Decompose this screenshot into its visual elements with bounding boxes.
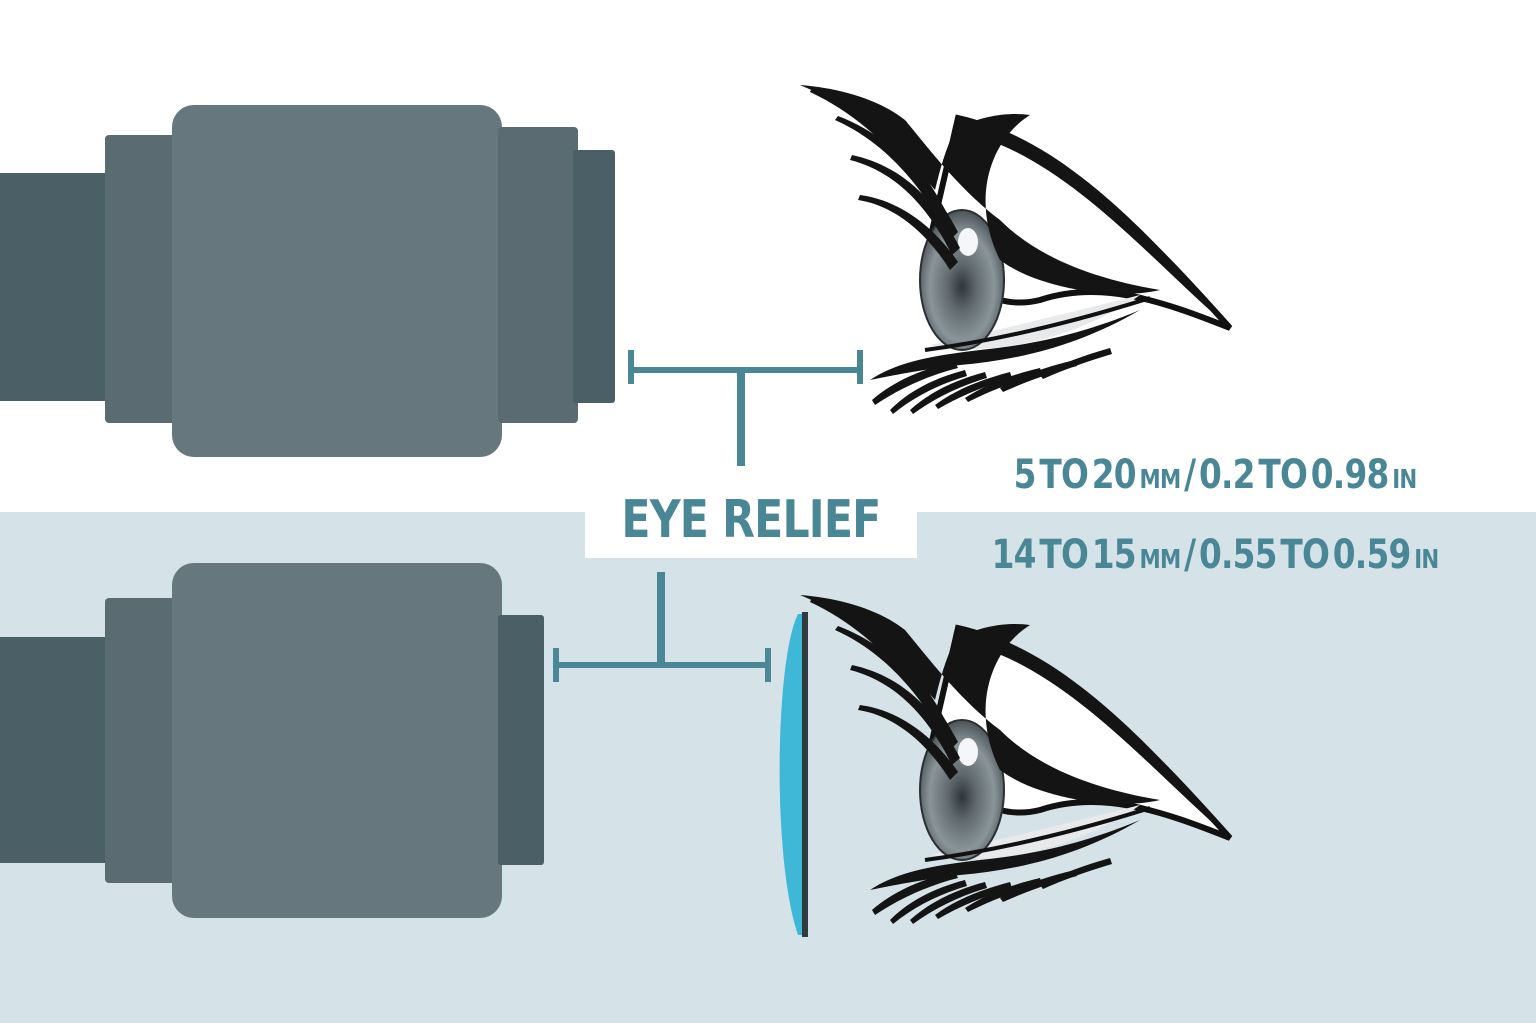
eyeglass-lens-icon (779, 612, 808, 937)
eyepiece-icon (0, 563, 544, 918)
eye-icon (800, 85, 1230, 414)
spec-range-top: 5 TO 20 MM / 0.2 TO 0.98 IN (1013, 452, 1418, 498)
eyepiece-icon (0, 105, 615, 457)
eye-relief-label-box: EYE RELIEF (585, 482, 917, 558)
eye-relief-bracket-bottom (553, 572, 771, 682)
spec-range-bottom: 14 TO 15 MM / 0.55 TO 0.59 IN (991, 532, 1440, 578)
eye-relief-label: EYE RELIEF (621, 490, 881, 550)
eye-relief-bracket-top (628, 350, 863, 466)
